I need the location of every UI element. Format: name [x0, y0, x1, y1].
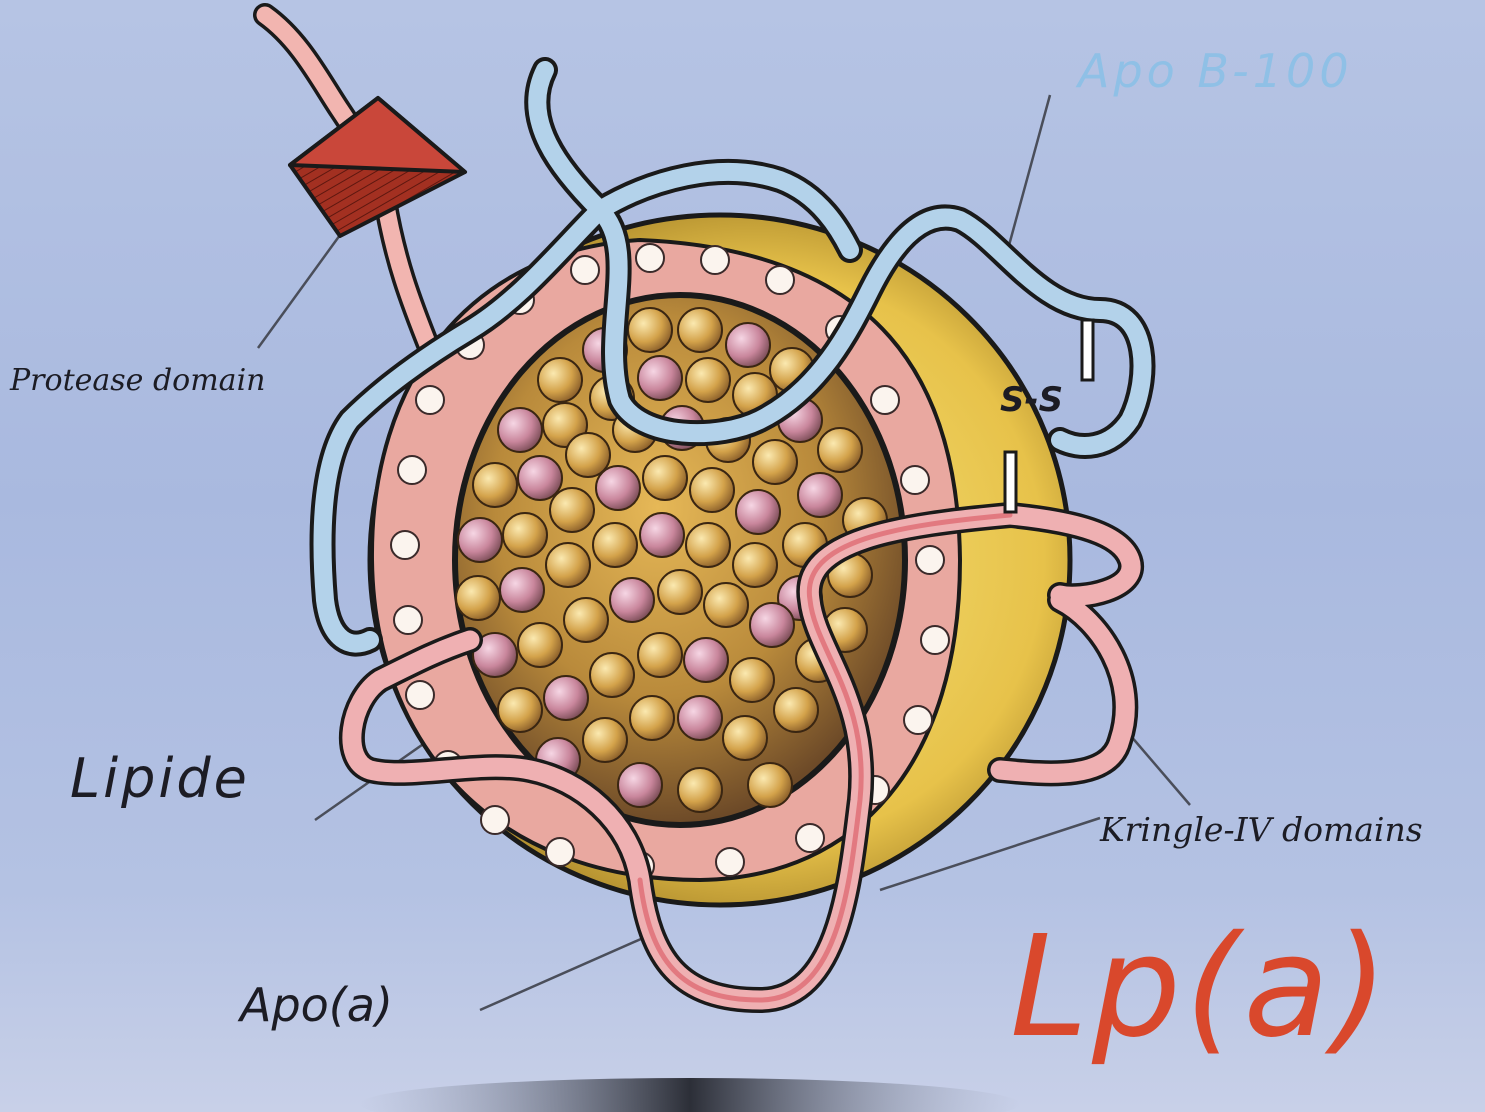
protease-domain: [265, 15, 465, 350]
protease-domain-label: Protease domain: [10, 366, 265, 396]
floor-shadow: [360, 1078, 1020, 1112]
lp-a-title: Lp(a): [1010, 918, 1392, 1058]
disulfide-label: S-S: [1000, 383, 1063, 417]
kringle-iv-label: Kringle-IV domains: [1100, 813, 1423, 846]
apo-a-label: Apo(a): [240, 982, 393, 1028]
apo-b100-label: Apo B-100: [1078, 48, 1353, 94]
lipide-label: Lipide: [70, 752, 250, 806]
